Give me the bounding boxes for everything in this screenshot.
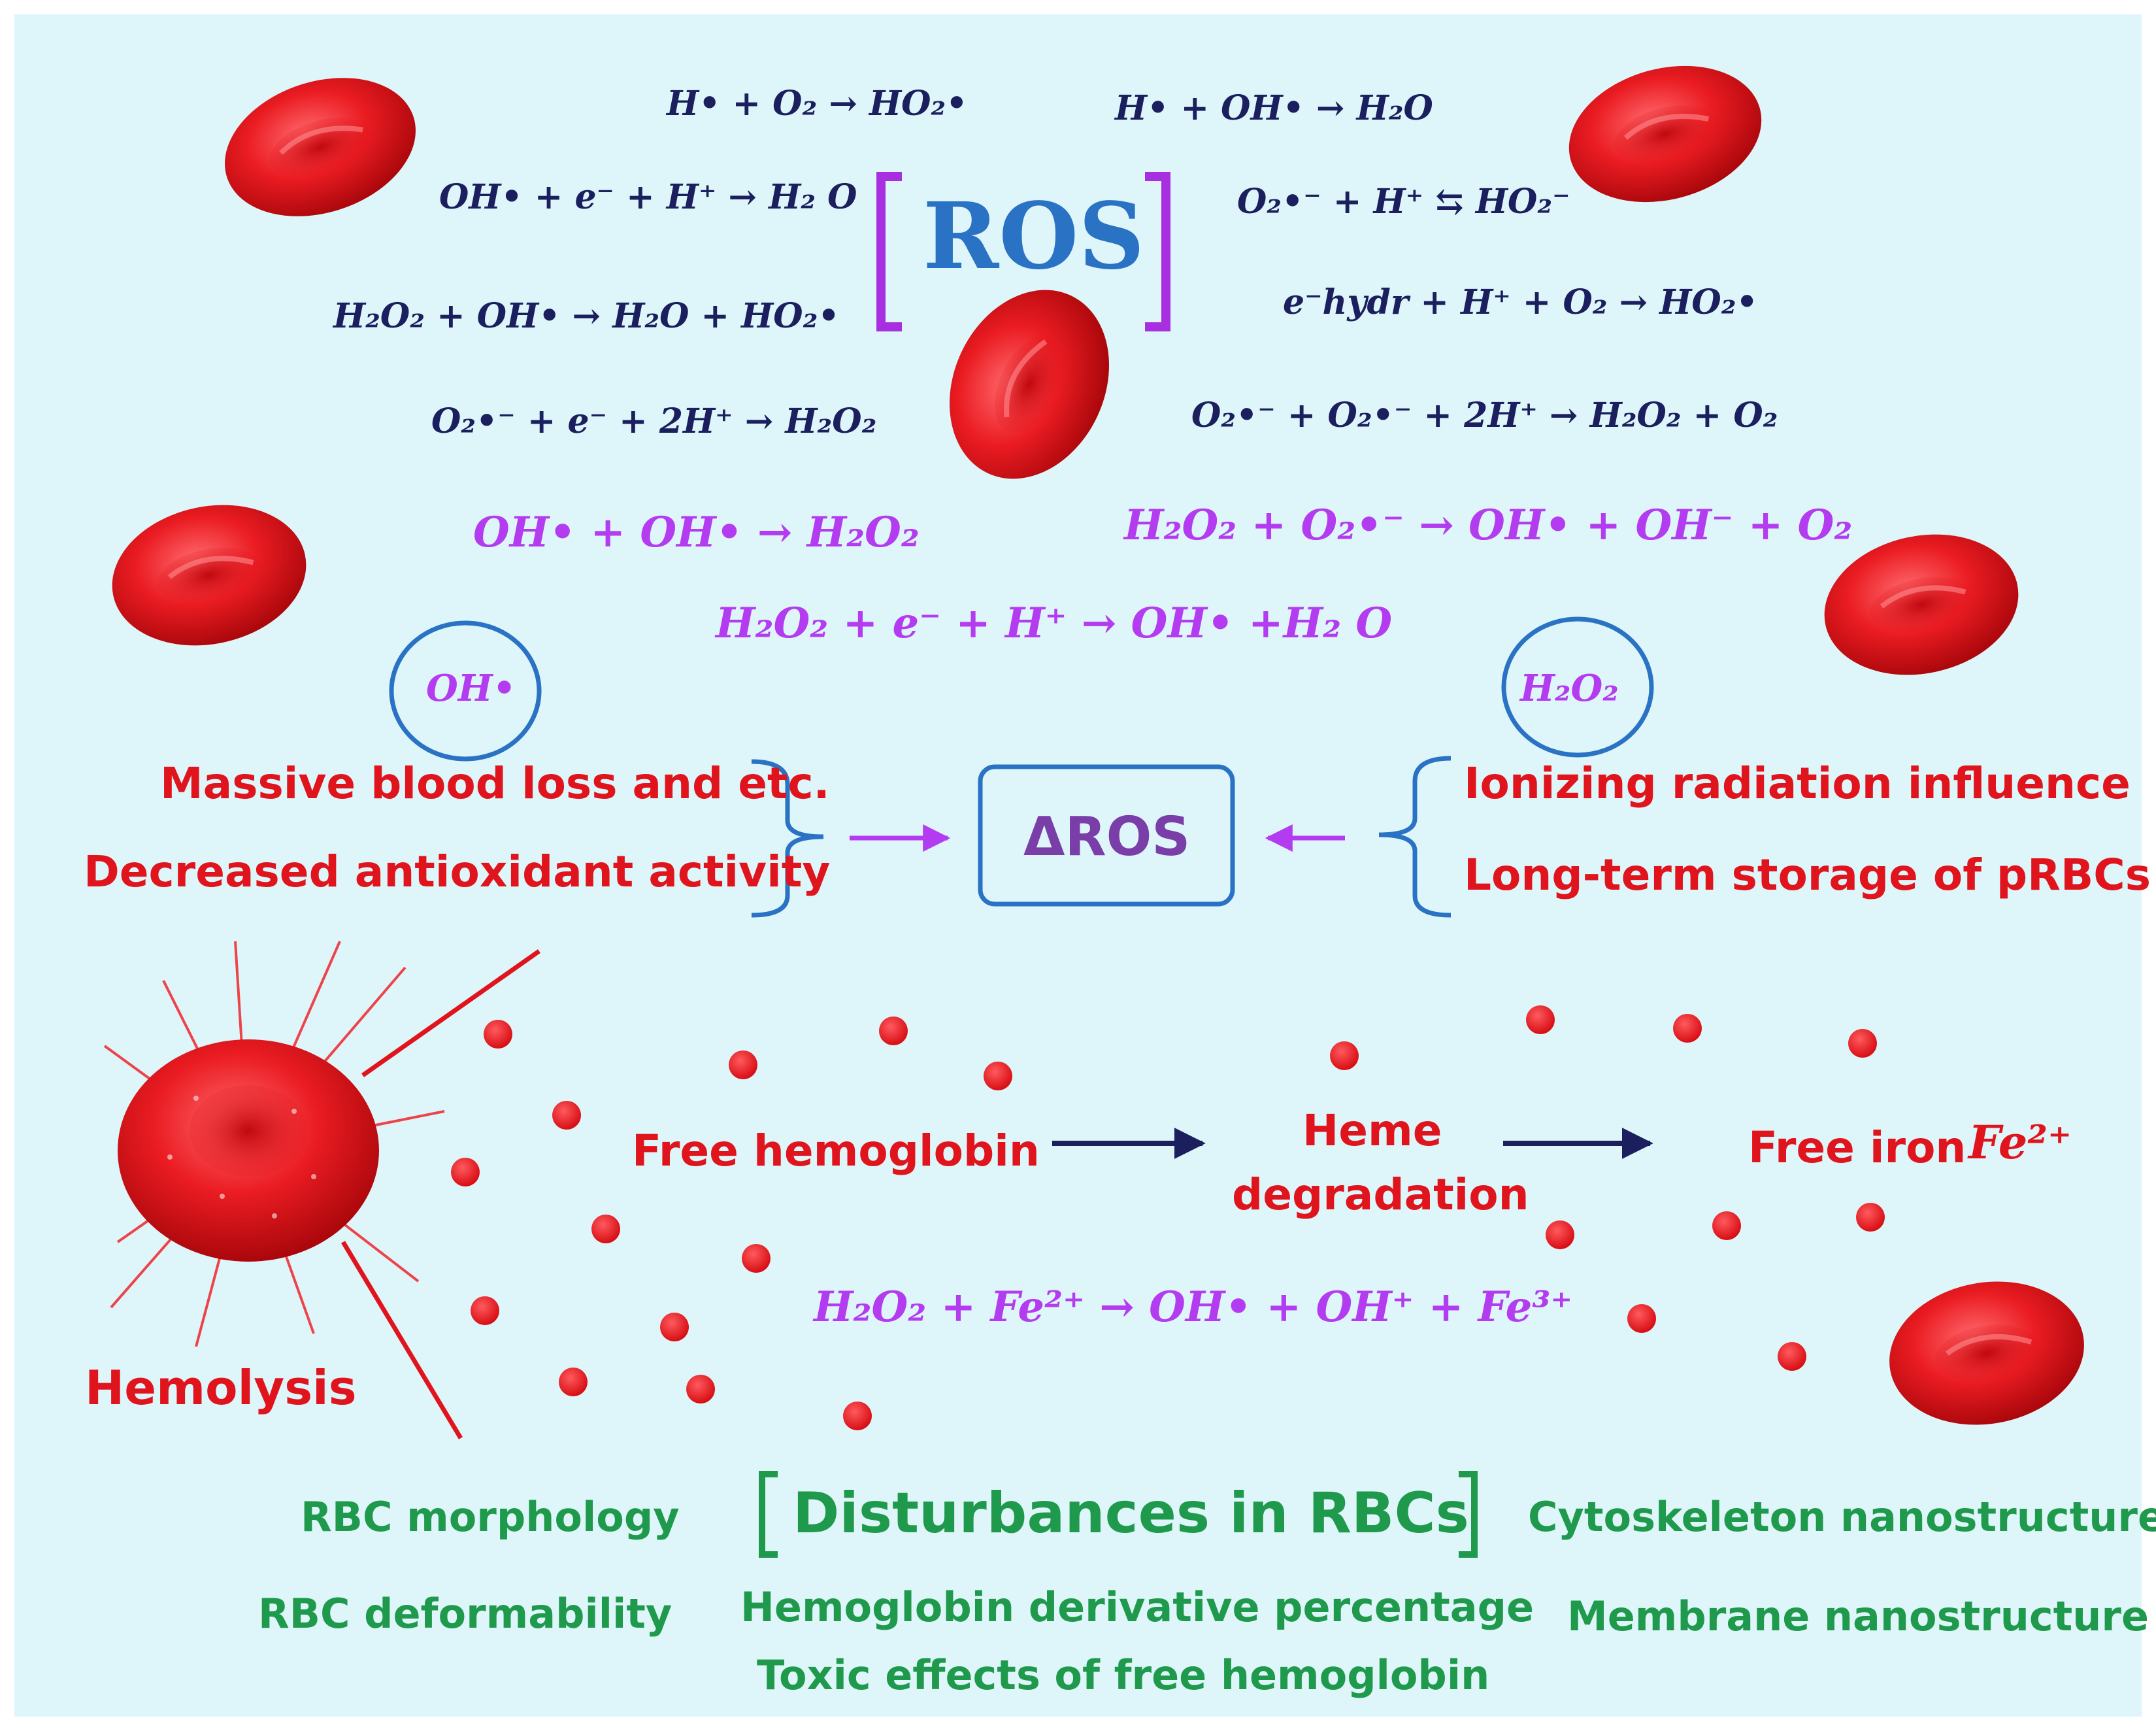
ros-title: ROS: [923, 183, 1145, 290]
equation-h2o2-electron: H₂O₂ + e⁻ + H⁺ → OH• +H₂ O: [716, 599, 1393, 648]
disturbance-rbc-morphology: RBC morphology: [301, 1493, 680, 1541]
equation-h2o2-oh: H₂O₂ + OH• → H₂O + HO₂•: [333, 296, 840, 336]
rbc-cell-bottom-right: [1889, 1281, 2084, 1425]
equation-oh-electron: OH• + e⁻ + H⁺ → H₂ O: [439, 177, 857, 217]
delta-ros-box: [978, 764, 1235, 907]
ferrous-iron-formula: Fe²⁺: [1968, 1115, 2072, 1169]
hemolysis-line-lower: [340, 1241, 463, 1439]
rbc-cell-mid-right: [1824, 534, 2019, 675]
equation-oh-oh: OH• + OH• → H₂O₂: [473, 508, 920, 557]
disturbances-bracket-right: [1459, 1471, 1478, 1558]
ros-bracket-right: [1145, 172, 1170, 331]
equation-h-oh: H• + OH• → H₂O: [1115, 88, 1433, 128]
hemolysis-cell: [103, 941, 445, 1347]
cause-blood-loss: Massive blood loss and etc.: [160, 758, 830, 809]
rbc-cell-top-right: [1568, 65, 1762, 203]
disturbances-bracket-left: [759, 1471, 778, 1558]
disturbances-title: Disturbances in RBCs: [793, 1481, 1469, 1546]
rbc-cell-mid-left: [112, 505, 307, 646]
free-iron-label: Free iron: [1748, 1122, 1966, 1173]
disturbance-cytoskeleton: Cytoskeleton nanostructure: [1528, 1493, 2156, 1541]
rbc-cell-center: [950, 290, 1109, 479]
oh-radical-label: OH•: [426, 667, 516, 710]
free-hemoglobin-dots: [451, 1005, 1885, 1430]
left-causes-brace: [751, 759, 824, 918]
disturbance-hemoglobin-derivative: Hemoglobin derivative percentage: [740, 1583, 1534, 1631]
disturbance-toxic-effects: Toxic effects of free hemoglobin: [757, 1651, 1490, 1699]
cause-ionizing-radiation: Ionizing radiation influence: [1464, 758, 2131, 809]
background-panel: [14, 14, 2142, 1717]
oh-radical-circle: [389, 620, 542, 762]
h2o2-circle: [1501, 616, 1654, 758]
equation-hydrated-electron: e⁻hydr + H⁺ + O₂ → HO₂•: [1283, 282, 1758, 322]
heme-label: Heme: [1302, 1105, 1442, 1156]
equation-haber-weiss: H₂O₂ + O₂•⁻ → OH• + OH⁻ + O₂: [1124, 501, 1853, 550]
h2o2-label: H₂O₂: [1520, 667, 1619, 710]
free-hemoglobin-label: Free hemoglobin: [632, 1126, 1040, 1176]
degradation-label: degradation: [1232, 1169, 1529, 1220]
right-causes-brace: [1378, 756, 1451, 918]
disturbance-membrane: Membrane nanostructure: [1567, 1592, 2149, 1640]
cause-storage: Long-term storage of pRBCs: [1464, 850, 2151, 900]
equation-fenton: H₂O₂ + Fe²⁺ → OH• + OH⁺ + Fe³⁺: [814, 1283, 1573, 1332]
equation-h-o2: H• + O₂ → HO₂•: [667, 84, 968, 124]
hemolysis-label: Hemolysis: [85, 1360, 357, 1415]
equation-superoxide-proton: O₂•⁻ + H⁺ ⇆ HO₂⁻: [1237, 182, 1570, 222]
equation-superoxide-dismutation: O₂•⁻ + O₂•⁻ + 2H⁺ → H₂O₂ + O₂: [1191, 395, 1778, 435]
hemolysis-line-upper: [361, 949, 541, 1077]
disturbance-rbc-deformability: RBC deformability: [258, 1590, 672, 1638]
equation-superoxide-electron: O₂•⁻ + e⁻ + 2H⁺ → H₂O₂: [431, 401, 877, 441]
delta-ros-label: ΔROS: [1023, 806, 1191, 868]
ros-bracket-left: [876, 172, 902, 331]
cause-antioxidant: Decreased antioxidant activity: [84, 847, 831, 897]
rbc-cell-top-left: [225, 78, 416, 216]
